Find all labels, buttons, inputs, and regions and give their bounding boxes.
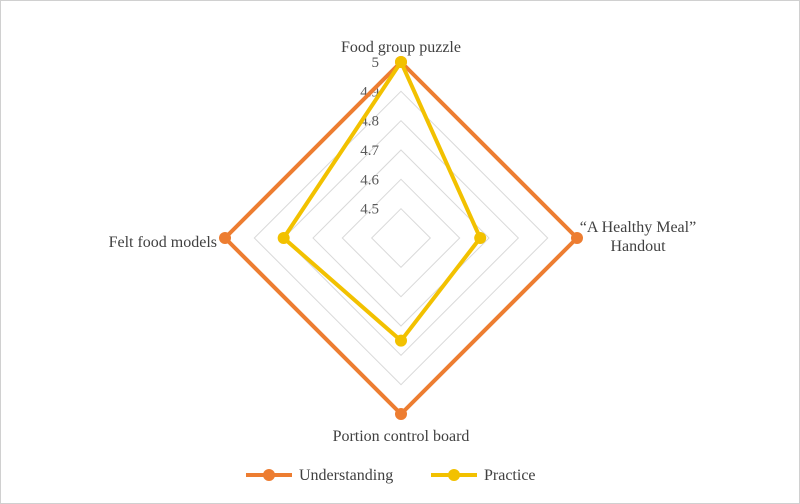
axis-label-4-line-1: Felt food models (109, 234, 217, 251)
tick-label-4-5: 4.5 (360, 202, 379, 218)
axis-label-1: Food group puzzle (341, 39, 461, 56)
point-practice-1 (395, 56, 407, 68)
legend-label-practice: Practice (484, 467, 536, 484)
series-line-practice (281, 60, 483, 343)
axis-label-2: “A Healthy Meal” Handout (580, 219, 696, 255)
axis-labels: Food group puzzle “A Healthy Meal” Handout… (109, 39, 697, 445)
axis-label-1-line-1: Food group puzzle (341, 39, 461, 56)
point-practice-2 (474, 232, 487, 244)
point-practice-3 (395, 334, 407, 347)
point-understanding-3 (395, 408, 407, 420)
axis-label-3-line-1: Portion control board (333, 428, 470, 445)
tick-labels: 4.54.64.74.84.95 (360, 55, 379, 218)
legend-marker-understanding (263, 469, 275, 481)
axis-label-3: Portion control board (333, 428, 470, 445)
grid-ring-3 (312, 149, 490, 327)
axis-label-2-line-1: “A Healthy Meal” (580, 219, 696, 236)
axis-label-2-line-2: Handout (610, 238, 666, 255)
tick-label-4-7: 4.7 (360, 143, 379, 159)
tick-label-4-6: 4.6 (360, 172, 379, 188)
axis-label-4: Felt food models (109, 234, 217, 251)
legend-marker-practice (448, 469, 460, 481)
point-practice-4 (277, 232, 290, 244)
legend-label-understanding: Understanding (299, 467, 393, 484)
point-understanding-2 (571, 232, 583, 244)
legend: Understanding Practice (246, 467, 536, 484)
grid-ring-2 (341, 178, 461, 298)
series-layer (219, 56, 583, 420)
grid-ring-1 (370, 207, 432, 269)
grid-ring-4 (282, 119, 520, 357)
tick-label-5: 5 (372, 55, 380, 71)
point-understanding-4 (219, 232, 231, 244)
grid-ring-5 (253, 90, 549, 386)
